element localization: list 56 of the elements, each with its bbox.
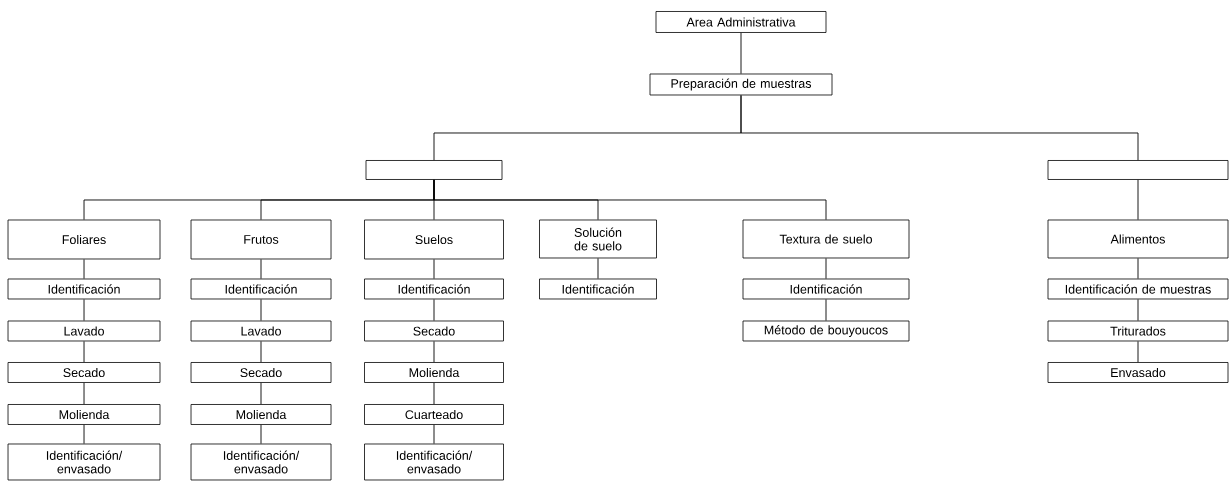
connector-line [433, 382, 435, 405]
connector-line [433, 424, 435, 445]
empty-box [1047, 160, 1229, 180]
connector-line [260, 424, 262, 445]
connector-line [1137, 340, 1139, 363]
connector-line [83, 258, 85, 280]
process-box: Envasado [1047, 362, 1229, 383]
connector-line [825, 298, 827, 322]
connector-line [1137, 298, 1139, 322]
process-box: Molienda [7, 404, 161, 425]
process-box: Suelos [364, 219, 504, 260]
connector-line [260, 258, 262, 280]
connector-line [1137, 179, 1139, 221]
connector-line [260, 298, 262, 322]
process-box: Lavado [190, 320, 332, 342]
connector-line [433, 340, 435, 363]
process-box: Secado [7, 362, 161, 383]
connector-line [433, 258, 435, 280]
connector-line [83, 424, 85, 445]
process-box: Identificación/ envasado [7, 443, 161, 481]
process-box: Identificación de muestras [1047, 278, 1229, 300]
connector-line [1137, 257, 1139, 280]
process-box: Secado [364, 320, 504, 342]
process-box: Identificación/ envasado [190, 443, 332, 481]
connector-line [740, 32, 742, 75]
process-box: Preparación de muestras [649, 73, 833, 96]
process-box: Triturados [1047, 320, 1229, 342]
empty-box [365, 160, 503, 180]
process-box: Identificación [190, 278, 332, 300]
process-box: Molienda [364, 362, 504, 383]
process-box: Lavado [7, 320, 161, 342]
process-box: Identificación/ envasado [364, 443, 504, 481]
connector-line [433, 298, 435, 322]
process-box: Método de bouyoucos [742, 320, 910, 342]
connector-line [597, 257, 599, 280]
process-box: Secado [190, 362, 332, 383]
process-box: Foliares [7, 219, 161, 260]
process-box: Molienda [190, 404, 332, 425]
process-box: Textura de suelo [742, 219, 910, 259]
process-box: Identificación [364, 278, 504, 300]
connector-line [83, 298, 85, 322]
process-box: Alimentos [1047, 219, 1229, 259]
process-box: Area Administrativa [655, 11, 827, 33]
connector-line [260, 340, 262, 363]
connector-line [83, 340, 85, 363]
process-box: Identificación [7, 278, 161, 300]
process-box: Identificación [742, 278, 910, 300]
connector-line [433, 179, 827, 221]
process-box: Frutos [190, 219, 332, 260]
connector-line [83, 382, 85, 405]
process-box: Cuarteado [364, 404, 504, 425]
process-box: Identificación [539, 278, 657, 300]
connector-line [740, 94, 1139, 161]
connector-line [825, 257, 827, 280]
connector-line [260, 382, 262, 405]
process-box: Solución de suelo [539, 219, 657, 259]
